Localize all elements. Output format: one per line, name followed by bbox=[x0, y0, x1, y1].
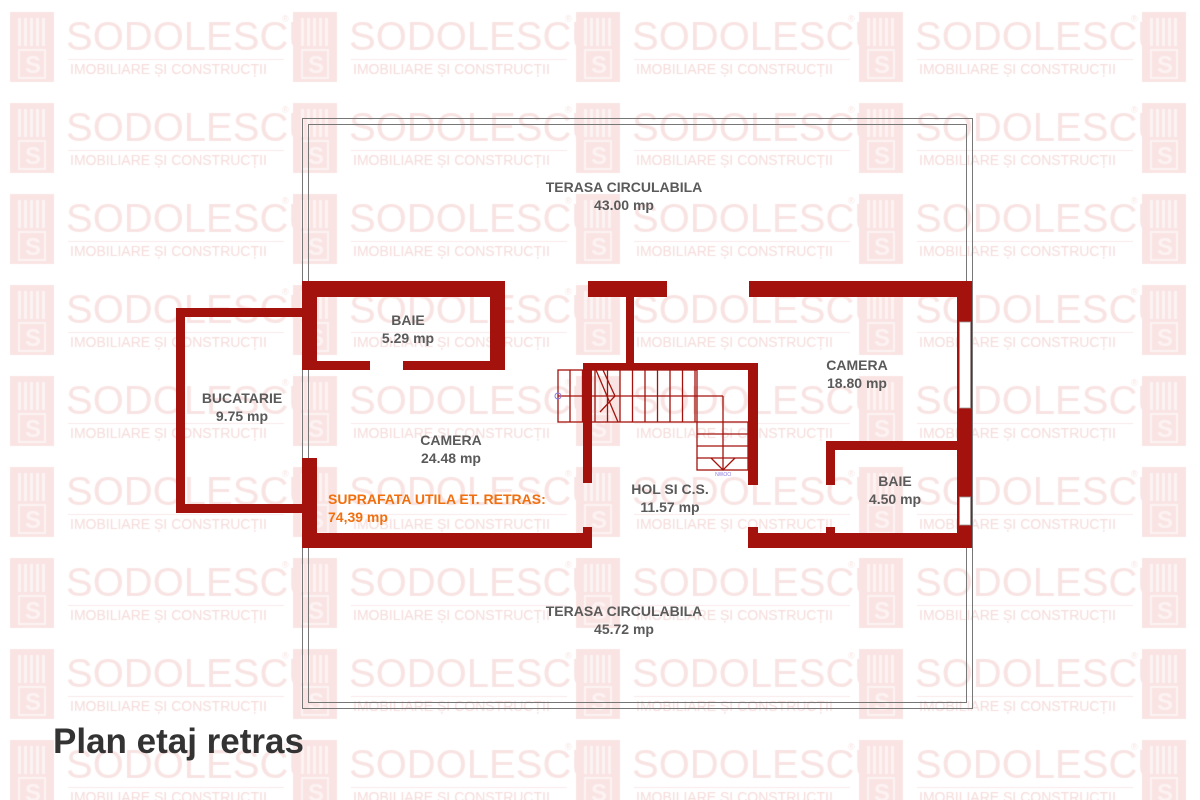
wall-segment bbox=[749, 533, 972, 548]
wall-segment bbox=[302, 281, 317, 370]
room-area: 9.75 mp bbox=[215, 408, 269, 424]
room-label-bucatarie: BUCATARIE 9.75 mp bbox=[202, 389, 282, 425]
walls bbox=[176, 281, 972, 548]
wall-segment bbox=[302, 281, 505, 297]
wall-segment bbox=[302, 458, 317, 548]
room-name: TERASA CIRCULABILA bbox=[545, 603, 703, 619]
room-label-terasa-nord: TERASA CIRCULABILA 43.00 mp bbox=[546, 178, 703, 214]
room-name: CAMERA bbox=[826, 357, 888, 373]
wall-segment bbox=[302, 533, 592, 548]
room-name: BAIE bbox=[391, 312, 425, 328]
window bbox=[959, 321, 971, 409]
stair-winder bbox=[599, 369, 616, 413]
total-usable-area: SUPRAFATA UTILA ET. RETRAS: 74,39 mp bbox=[328, 490, 546, 526]
wall-segment bbox=[176, 308, 302, 317]
wall-segment bbox=[403, 361, 505, 370]
wall-segment bbox=[826, 441, 957, 450]
wall-segment bbox=[588, 281, 667, 297]
room-area: 45.72 mp bbox=[594, 621, 654, 637]
room-label-terasa-sud: TERASA CIRCULABILA 45.72 mp bbox=[546, 602, 703, 638]
plan-title: Plan etaj retras bbox=[53, 722, 304, 761]
room-name: CAMERA bbox=[420, 432, 482, 448]
room-area: 24.48 mp bbox=[421, 450, 481, 466]
wall-segment bbox=[826, 441, 835, 485]
windows bbox=[959, 321, 971, 526]
stair-arrow-icon bbox=[710, 457, 736, 471]
wall-segment bbox=[583, 363, 758, 370]
wall-segment bbox=[583, 363, 592, 483]
room-name: BUCATARIE bbox=[201, 390, 283, 406]
total-label: SUPRAFATA UTILA ET. RETRAS: bbox=[328, 491, 546, 507]
room-name: BAIE bbox=[878, 473, 912, 489]
stair-direction-label: DOWN bbox=[715, 470, 731, 476]
wall-segment bbox=[490, 281, 505, 370]
wall-segment bbox=[176, 504, 302, 513]
room-area: 18.80 mp bbox=[827, 375, 887, 391]
room-label-hol: HOL SI C.S. 11.57 mp bbox=[631, 480, 709, 516]
room-label-camera-2: CAMERA 18.80 mp bbox=[826, 356, 887, 392]
room-name: HOL SI C.S. bbox=[631, 481, 709, 497]
wall-segment bbox=[176, 308, 185, 513]
wall-segment bbox=[626, 297, 634, 363]
staircase: DOWN bbox=[554, 369, 749, 476]
room-area: 43.00 mp bbox=[594, 197, 654, 213]
stair-start-marker-icon bbox=[554, 392, 562, 400]
total-value: 74,39 mp bbox=[328, 509, 388, 525]
room-label-baie-1: BAIE 5.29 mp bbox=[382, 311, 434, 347]
room-label-baie-2: BAIE 4.50 mp bbox=[869, 472, 921, 508]
stair-winder bbox=[595, 369, 619, 423]
wall-segment bbox=[583, 527, 592, 548]
room-name: TERASA CIRCULABILA bbox=[545, 179, 703, 195]
room-area: 11.57 mp bbox=[640, 499, 700, 515]
wall-segment bbox=[749, 281, 972, 297]
room-area: 4.50 mp bbox=[868, 491, 922, 507]
window bbox=[959, 496, 971, 526]
wall-segment bbox=[748, 363, 758, 485]
wall-segment bbox=[302, 361, 370, 370]
room-label-camera-1: CAMERA 24.48 mp bbox=[420, 431, 481, 467]
room-area: 5.29 mp bbox=[381, 330, 435, 346]
